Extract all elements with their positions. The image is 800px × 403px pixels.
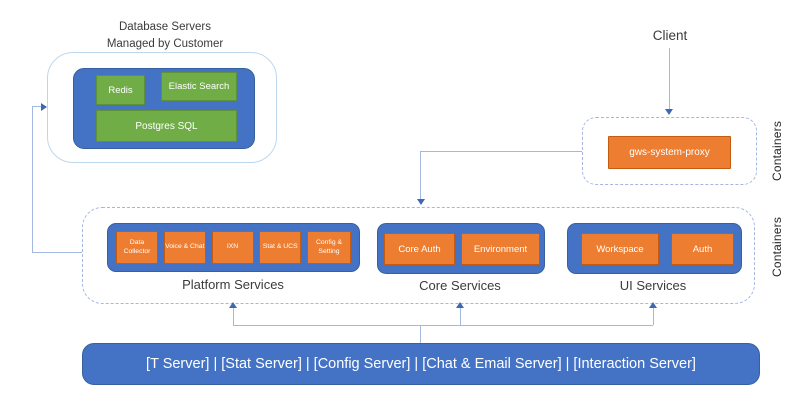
backend-servers-bar-label: [T Server] | [Stat Server] | [Config Ser… (146, 356, 696, 372)
node-config-setting: Config & Setting (307, 231, 351, 264)
node-data-collector-label: Data Collector (123, 238, 151, 255)
services-containers-side-label-text: Containers (770, 216, 784, 278)
ui-services-label-text: UI Services (619, 278, 687, 293)
proxy-container (582, 117, 757, 185)
node-data-collector: Data Collector (116, 231, 158, 264)
node-redis-label: Redis (108, 84, 133, 96)
connector-services-to-db-hline-bottom (32, 252, 82, 254)
proxy-containers-side-label-text: Containers (770, 120, 784, 182)
services-container (82, 207, 755, 304)
node-ixn-label: IXN (226, 243, 239, 251)
node-environment-label: Environment (473, 243, 528, 255)
node-voice-chat-label: Voice & Chat (165, 243, 205, 251)
node-ixn: IXN (211, 231, 254, 264)
backend-servers-bar: [T Server] | [Stat Server] | [Config Ser… (82, 343, 760, 385)
node-core-auth: Core Auth (384, 233, 455, 265)
connector-bar-hline (233, 325, 653, 327)
node-workspace-label: Workspace (596, 243, 644, 255)
node-redis: Redis (96, 75, 145, 105)
connector-services-to-db-vline (32, 106, 34, 253)
proxy-containers-side-label: Containers (764, 117, 790, 185)
connector-bar-to-core-vline (460, 308, 462, 325)
node-voice-chat: Voice & Chat (163, 231, 206, 264)
db-cluster-title: Database Servers Managed by Customer (70, 19, 260, 52)
node-workspace: Workspace (581, 233, 659, 265)
node-core-auth-label: Core Auth (398, 243, 441, 255)
node-gws-system-proxy-label: gws-system-proxy (629, 147, 710, 158)
core-services-group: Core Auth Environment (377, 223, 545, 274)
client-label-text: Client (652, 28, 688, 43)
node-gws-system-proxy: gws-system-proxy (608, 136, 731, 169)
client-label: Client (630, 28, 710, 43)
connector-services-to-db-hline-top (32, 106, 42, 108)
db-cluster-title-line1: Database Servers (118, 21, 212, 33)
db-cluster-title-line2: Managed by Customer (106, 37, 224, 50)
connector-client-to-proxy-arrowhead (665, 109, 673, 115)
node-auth-label: Auth (692, 243, 713, 255)
platform-services-group: Data Collector Voice & Chat IXN Stat & U… (107, 223, 360, 272)
platform-services-label: Platform Services (133, 277, 333, 292)
connector-bar-stub (420, 325, 422, 343)
node-environment: Environment (461, 233, 540, 265)
node-elastic-search: Elastic Search (161, 72, 237, 101)
connector-bar-to-ui-vline (653, 308, 655, 325)
connector-proxy-to-services-vline (420, 151, 422, 200)
ui-services-group: Workspace Auth (567, 223, 742, 274)
services-containers-side-label: Containers (764, 213, 790, 281)
connector-services-to-db-arrowhead (41, 103, 47, 111)
node-auth: Auth (671, 233, 734, 265)
connector-proxy-to-services-hline (420, 151, 582, 153)
node-config-setting-label: Config & Setting (315, 238, 343, 255)
connector-bar-to-core-arrowhead (456, 302, 464, 308)
node-elastic-search-label: Elastic Search (168, 81, 230, 92)
ui-services-label: UI Services (578, 278, 728, 293)
node-postgres-sql: Postgres SQL (96, 110, 237, 142)
platform-services-label-text: Platform Services (182, 277, 284, 292)
connector-proxy-to-services-arrowhead (416, 199, 425, 205)
node-stat-ucs-label: Stat & UCS (262, 243, 298, 251)
core-services-label: Core Services (385, 278, 535, 293)
node-postgres-sql-label: Postgres SQL (135, 120, 198, 132)
connector-bar-to-ui-arrowhead (649, 302, 657, 308)
connector-client-to-proxy-line (669, 48, 671, 109)
connector-bar-to-platform-arrowhead (229, 302, 237, 308)
core-services-label-text: Core Services (419, 278, 501, 293)
node-stat-ucs: Stat & UCS (259, 231, 302, 264)
connector-bar-to-platform-vline (233, 308, 235, 325)
